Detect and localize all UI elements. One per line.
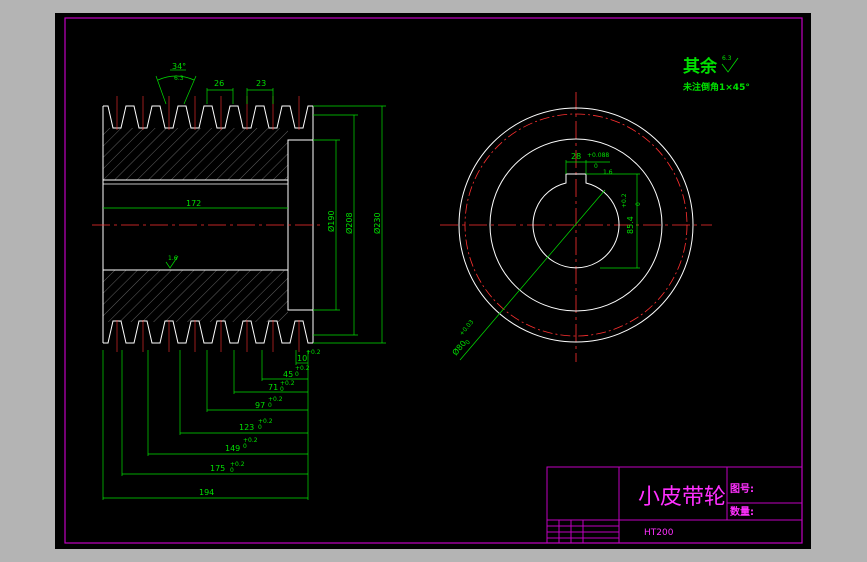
groove-angle-dim: 34°	[172, 62, 186, 71]
tol-149-b: 0	[243, 443, 247, 450]
tol-45-b: 0	[295, 371, 299, 378]
tol-123-b: 0	[258, 424, 262, 431]
dim-23: 23	[256, 79, 266, 88]
dim-10: 10	[297, 354, 307, 363]
inner-rim	[489, 138, 663, 312]
bore-roughness: 1.6	[168, 255, 178, 262]
grooves-bottom	[103, 320, 313, 344]
tol-97-b: 0	[268, 402, 272, 409]
keyway-depth-tol2: 0	[635, 202, 642, 206]
keyway-depth-tol: +0.2	[621, 193, 628, 208]
title-block	[546, 466, 803, 544]
bore-tol2: 0	[464, 339, 472, 347]
dim-97: 97	[255, 401, 265, 410]
keyway-width: 28	[571, 152, 581, 161]
dim-149: 149	[225, 444, 240, 453]
dim-45: 45	[283, 370, 293, 379]
keyway-depth: 85.4	[626, 216, 635, 234]
keyway-tol: +0.088	[587, 152, 609, 159]
note-chamfer: 未注倒角1×45°	[682, 81, 750, 93]
tol-175-a: +0.2	[230, 461, 245, 468]
title-material: HT200	[644, 528, 674, 538]
dim-bore-length: 172	[186, 199, 201, 208]
title-part-name: 小皮带轮	[638, 485, 726, 510]
dim-175: 175	[210, 464, 225, 473]
title-drawing-no: 图号:	[730, 483, 754, 495]
keyway-tol2: 0	[594, 163, 598, 170]
tol-149-a: +0.2	[243, 437, 258, 444]
title-qty: 数量:	[730, 505, 754, 518]
dim-dia-230: Ø230	[372, 212, 382, 234]
tol-97-a: +0.2	[268, 396, 283, 403]
dim-dia-208: Ø208	[344, 212, 354, 234]
note-roughness: 6.3	[722, 55, 732, 62]
groove-roughness-dim: 6.3	[174, 75, 184, 82]
pitch-circle	[464, 113, 688, 337]
hatch-upper	[103, 128, 288, 180]
tol-45-a: +0.2	[295, 365, 310, 372]
keyway-roughness: 1.6	[603, 169, 613, 176]
tol-123-a: +0.2	[258, 418, 273, 425]
note-remaining: 其余	[683, 56, 718, 77]
bore-with-keyway	[532, 173, 620, 269]
dim-dia-190: Ø190	[326, 210, 336, 232]
dim-26: 26	[214, 79, 224, 88]
dim-71: 71	[268, 383, 278, 392]
tol-10-a: +0.2	[306, 349, 321, 356]
dim-194: 194	[199, 488, 214, 497]
tol-71-a: +0.2	[280, 380, 295, 387]
outer-rim	[458, 107, 694, 343]
tol-175-b: 0	[230, 467, 234, 474]
side-section-view: 34° 6.3 26 23 172 1.6 Ø190 Ø208 Ø230	[92, 62, 386, 500]
grooves-top	[103, 105, 313, 129]
tol-71-b: 0	[280, 386, 284, 393]
drawing-frame	[64, 17, 803, 544]
hatch-lower	[103, 270, 288, 322]
dim-123: 123	[239, 423, 254, 432]
